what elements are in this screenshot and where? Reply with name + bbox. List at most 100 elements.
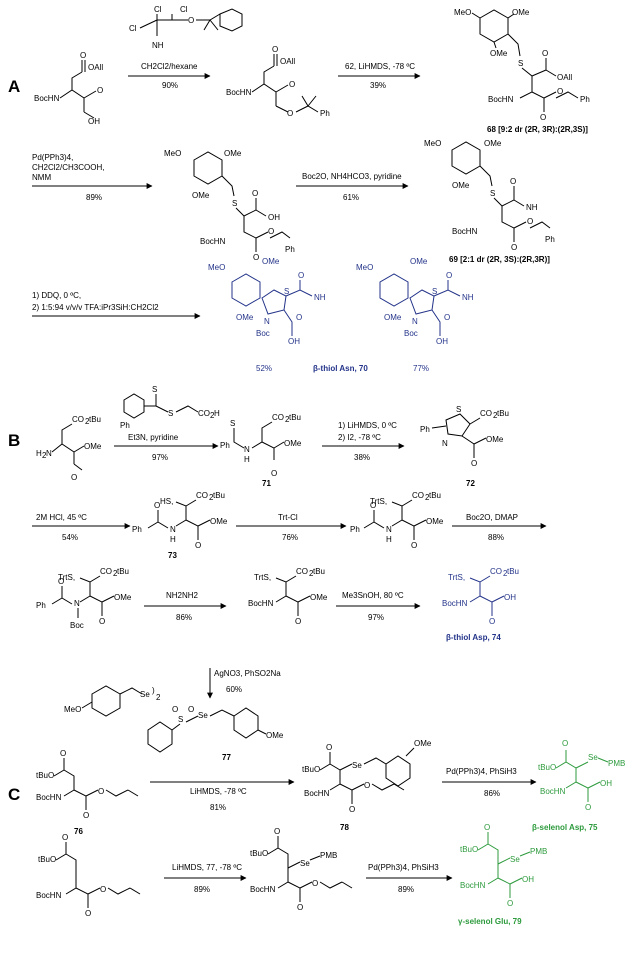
- c-step2-conditions: Pd(PPh3)4, PhSiH3: [446, 767, 517, 776]
- svg-text:S: S: [284, 287, 289, 296]
- svg-text:N: N: [264, 317, 270, 326]
- b-step4-yield: 76%: [282, 533, 298, 542]
- svg-text:MeO: MeO: [454, 8, 471, 17]
- svg-text:OAll: OAll: [280, 57, 295, 66]
- svg-text:): ): [152, 686, 155, 695]
- svg-text:BocHN: BocHN: [36, 793, 62, 802]
- trichloroacetimidate-reagent: Cl Cl Cl O NH: [129, 5, 243, 50]
- svg-text:TrtS,: TrtS,: [370, 497, 387, 506]
- product-75-molecule: tBuO O Se PMB BocHN OH O: [538, 739, 625, 812]
- svg-text:H: H: [214, 409, 220, 418]
- svg-text:OH: OH: [288, 337, 300, 346]
- svg-text:BocHN: BocHN: [460, 881, 486, 890]
- b-step3-conditions: 2M HCl, 45 ºC: [36, 513, 87, 522]
- compound-71-label: 71: [262, 479, 271, 488]
- a-step1-conditions: CH2Cl2/hexane: [141, 62, 198, 71]
- svg-text:Se: Se: [140, 690, 150, 699]
- svg-text:PMB: PMB: [530, 847, 547, 856]
- svg-text:OMe: OMe: [384, 313, 402, 322]
- a-step2-yield: 39%: [370, 81, 386, 90]
- svg-text:tBu: tBu: [507, 567, 519, 576]
- svg-text:O: O: [100, 885, 106, 894]
- svg-text:O: O: [444, 313, 450, 322]
- product-79-label: γ-selenol Glu, 79: [458, 917, 522, 926]
- svg-text:O: O: [562, 739, 568, 748]
- svg-text:O: O: [99, 617, 105, 626]
- svg-text:O: O: [85, 909, 91, 918]
- svg-text:2: 2: [309, 569, 314, 578]
- b-boc-intermediate: TrtS, CO 2 tBu N O Ph Boc OMe O: [36, 567, 132, 630]
- svg-text:O: O: [507, 899, 513, 908]
- compound-77-label: 77: [222, 753, 231, 762]
- svg-text:O: O: [511, 243, 517, 252]
- svg-text:N: N: [170, 525, 176, 534]
- svg-text:N: N: [442, 439, 448, 448]
- svg-text:S: S: [168, 409, 173, 418]
- section-label-c: C: [8, 785, 20, 804]
- svg-text:S: S: [518, 59, 523, 68]
- svg-text:S: S: [178, 715, 183, 724]
- product-70b-yield: 77%: [413, 364, 429, 373]
- svg-text:BocHN: BocHN: [36, 891, 62, 900]
- a-start-molecule: O OAll O OH BocHN: [34, 51, 103, 126]
- c-step4-conditions: Pd(PPh3)4, PhSiH3: [368, 863, 439, 872]
- svg-text:Ph: Ph: [350, 525, 360, 534]
- svg-text:BocHN: BocHN: [304, 789, 330, 798]
- svg-text:Se: Se: [198, 711, 208, 720]
- svg-text:Se: Se: [300, 859, 310, 868]
- a-step3-cond-2: CH2Cl2/CH3COOH,: [32, 163, 104, 172]
- b-start-molecule: CO 2 tBu OMe O H 2 N: [36, 415, 102, 482]
- b-step1-reagent: Et3N, pyridine: [128, 433, 179, 442]
- svg-text:H: H: [244, 455, 250, 464]
- product-70-diastereomer-b: MeO OMe OMe S N O NH OH O Boc: [356, 257, 474, 346]
- svg-text:Se: Se: [588, 753, 598, 762]
- svg-text:S: S: [490, 189, 495, 198]
- svg-text:OH: OH: [504, 593, 516, 602]
- svg-text:BocHN: BocHN: [200, 237, 226, 246]
- svg-text:O: O: [274, 827, 280, 836]
- svg-text:MeO: MeO: [64, 705, 81, 714]
- svg-text:O: O: [364, 781, 370, 790]
- svg-text:CO: CO: [100, 567, 112, 576]
- compound-76-label: 76: [74, 827, 83, 836]
- a-step2-conditions: 62, LiHMDS, -78 ºC: [345, 62, 415, 71]
- svg-text:N: N: [74, 599, 80, 608]
- b-methyl-ester-intermediate: TrtS, CO 2 tBu BocHN OMe O: [248, 567, 328, 626]
- a-step5-cond-1: 1) DDQ, 0 ºC,: [32, 291, 81, 300]
- svg-text:O: O: [585, 803, 591, 812]
- svg-text:Ph: Ph: [420, 425, 430, 434]
- svg-text:O: O: [98, 787, 104, 796]
- c-glu-start-molecule: tBuO O BocHN O O: [36, 833, 141, 918]
- svg-text:TrtS,: TrtS,: [58, 573, 75, 582]
- compound-72-label: 72: [466, 479, 475, 488]
- b-step6-conditions: NH2NH2: [166, 591, 199, 600]
- svg-text:2: 2: [209, 493, 214, 502]
- svg-text:tBu: tBu: [213, 491, 225, 500]
- svg-text:Cl: Cl: [154, 5, 162, 14]
- compound-69-label: 69 [2:1 dr (2R, 3S):(2R,3R)]: [449, 255, 550, 264]
- svg-text:Boc: Boc: [256, 329, 270, 338]
- svg-text:OMe: OMe: [236, 313, 254, 322]
- svg-text:Ph: Ph: [580, 95, 590, 104]
- b-dithioester-reagent: S S CO 2 H Ph: [120, 385, 220, 430]
- c-prep-yield: 60%: [226, 685, 242, 694]
- svg-text:O: O: [83, 811, 89, 820]
- svg-text:O: O: [71, 473, 77, 482]
- svg-text:HS,: HS,: [160, 497, 173, 506]
- b-step5-yield: 88%: [488, 533, 504, 542]
- svg-text:N: N: [46, 449, 52, 458]
- svg-text:O: O: [489, 617, 495, 626]
- svg-text:MeO: MeO: [208, 263, 225, 272]
- svg-text:O: O: [542, 49, 548, 58]
- svg-text:Se: Se: [352, 761, 362, 770]
- b-step4-conditions: Trt-Cl: [278, 513, 298, 522]
- svg-text:OMe: OMe: [484, 139, 502, 148]
- compound-68-label: 68 [9:2 dr (2R, 3R):(2R,3S)]: [487, 125, 588, 134]
- svg-text:O: O: [540, 113, 546, 122]
- svg-text:O: O: [349, 805, 355, 814]
- product-70-label: β-thiol Asn, 70: [313, 364, 368, 373]
- svg-text:TrtS,: TrtS,: [448, 573, 465, 582]
- svg-text:CO: CO: [480, 409, 492, 418]
- svg-text:O: O: [296, 313, 302, 322]
- svg-text:O: O: [80, 51, 86, 60]
